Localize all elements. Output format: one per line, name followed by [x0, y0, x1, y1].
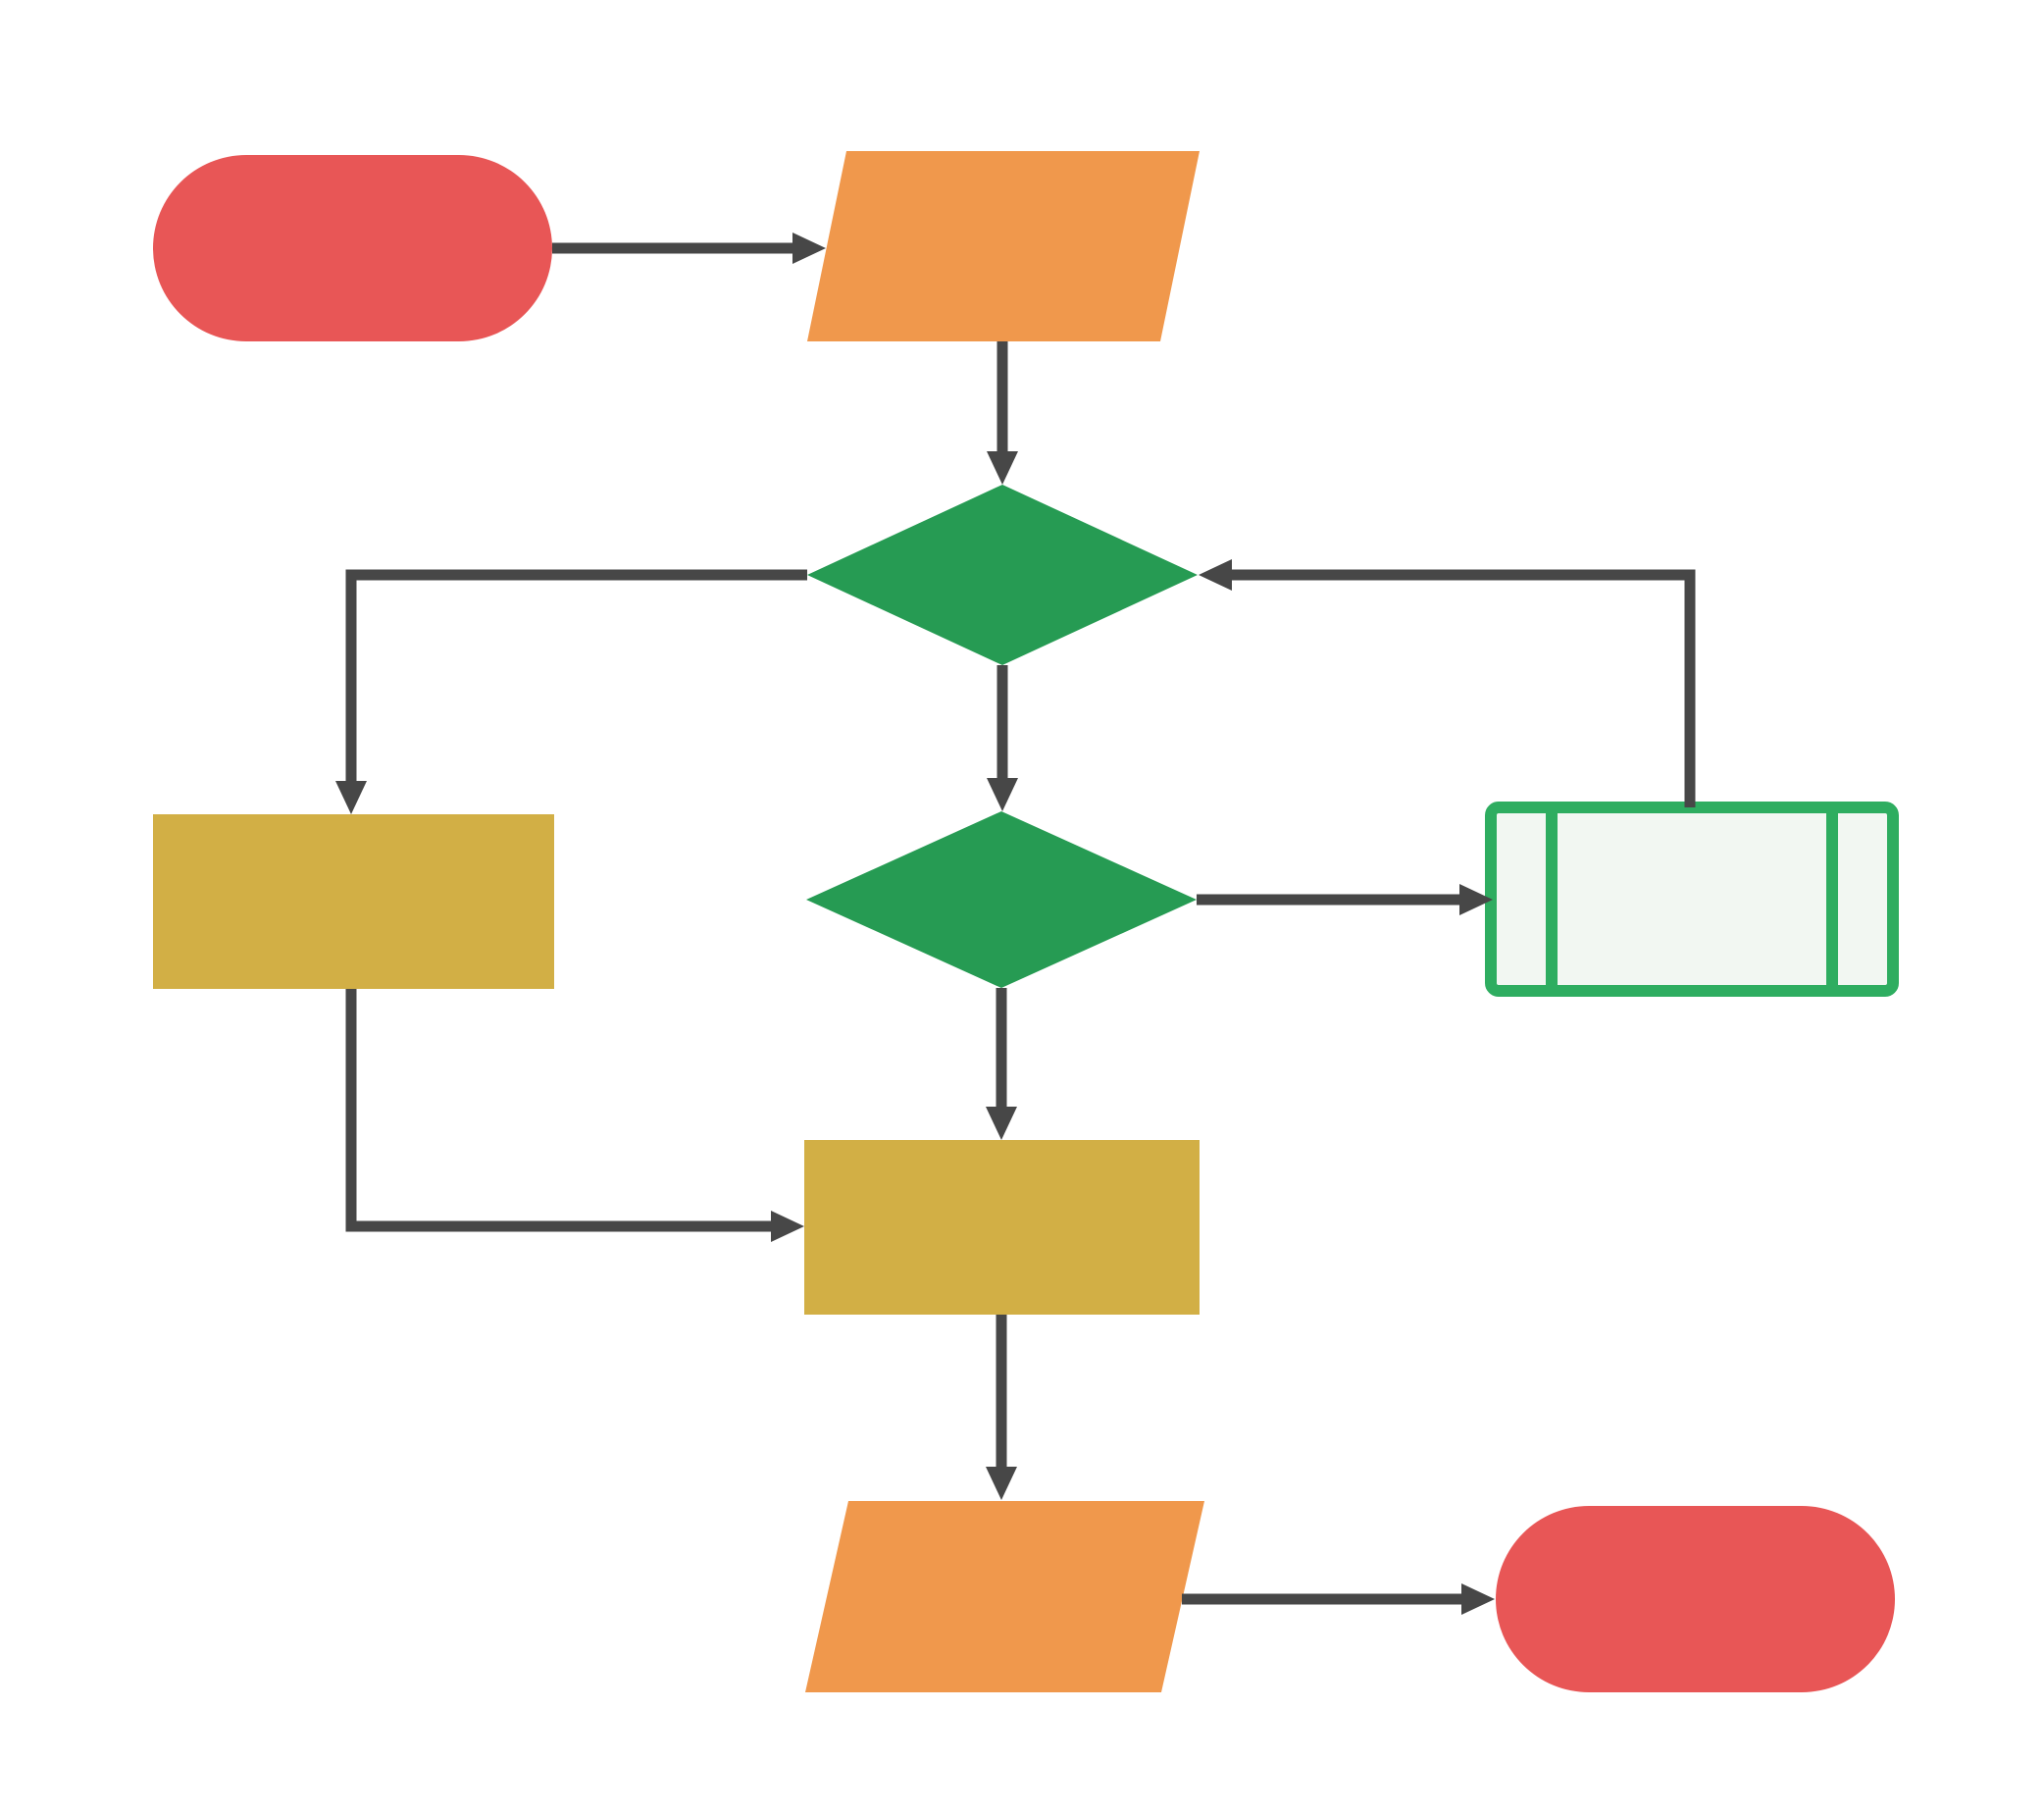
arrowhead-icon — [771, 1211, 804, 1242]
end-terminator-node — [1496, 1506, 1895, 1692]
edge-process1-to-process2 — [345, 989, 804, 1242]
predefined-process-node — [1485, 802, 1899, 997]
input-parallelogram-node — [807, 151, 1200, 341]
arrowhead-icon — [792, 233, 826, 264]
arrowhead-icon — [335, 781, 367, 814]
edge-subroutine-to-decision1 — [1199, 559, 1696, 807]
edge-process2-to-output — [986, 1315, 1017, 1500]
edge-output-to-end — [1182, 1583, 1495, 1615]
arrowhead-icon — [986, 1467, 1017, 1500]
edge-decision1-to-decision2 — [987, 665, 1018, 811]
edge-decision2-to-subroutine — [1197, 884, 1493, 915]
edge-input-to-decision1 — [987, 341, 1018, 485]
output-parallelogram-node — [805, 1501, 1204, 1692]
edge-decision2-to-process2 — [986, 988, 1017, 1140]
arrowhead-icon — [1459, 884, 1493, 915]
edge-start-to-input — [552, 233, 826, 264]
start-terminator-node — [153, 155, 552, 341]
decision-1-diamond-node — [807, 485, 1198, 665]
arrowhead-icon — [987, 451, 1018, 485]
arrowhead-icon — [1461, 1583, 1495, 1615]
arrowhead-icon — [1199, 559, 1232, 591]
decision-2-diamond-node — [806, 811, 1197, 988]
arrowhead-icon — [987, 778, 1018, 811]
process-2-rect-node — [804, 1140, 1200, 1315]
arrowhead-icon — [986, 1107, 1017, 1140]
edge-decision1-to-process1 — [335, 569, 807, 814]
process-1-rect-node — [153, 814, 554, 989]
